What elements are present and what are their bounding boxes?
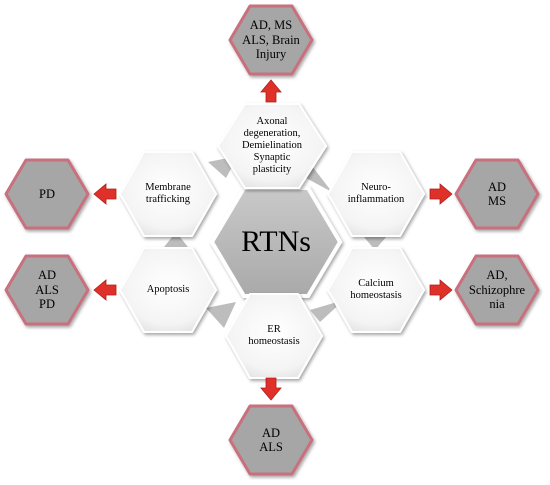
arrow-down [260, 377, 282, 401]
arrow-left-lower [93, 279, 117, 301]
hexagon-membrane-trafficking [118, 151, 218, 237]
hexagon-calcium-homeostasis [326, 247, 426, 333]
hexagon-disease-bottom [228, 404, 314, 476]
arrow-left-upper [93, 183, 117, 205]
hexagon-er-homeostasis [224, 293, 324, 379]
hexagon-neuroinflammation [326, 151, 426, 237]
hexagon-disease-right-lower [454, 254, 540, 326]
connector-top-right [306, 166, 332, 192]
hexagon-disease-left-upper [4, 158, 90, 230]
process-hexagons [118, 103, 426, 379]
arrow-right-lower [429, 279, 453, 301]
hexagon-disease-top [228, 4, 314, 76]
hexagon-disease-right-upper [454, 158, 540, 230]
connector-bottom-right [310, 300, 344, 322]
arrows [93, 79, 453, 401]
hexagon-disease-left-lower [4, 254, 90, 326]
hexagon-axonal-degeneration [216, 103, 328, 189]
hexagon-apoptosis [118, 247, 218, 333]
arrow-up [260, 79, 282, 103]
disease-hexagons [4, 4, 540, 476]
arrow-right-upper [429, 183, 453, 205]
connector-bottom-left [206, 302, 236, 328]
center-hexagon [209, 186, 343, 298]
